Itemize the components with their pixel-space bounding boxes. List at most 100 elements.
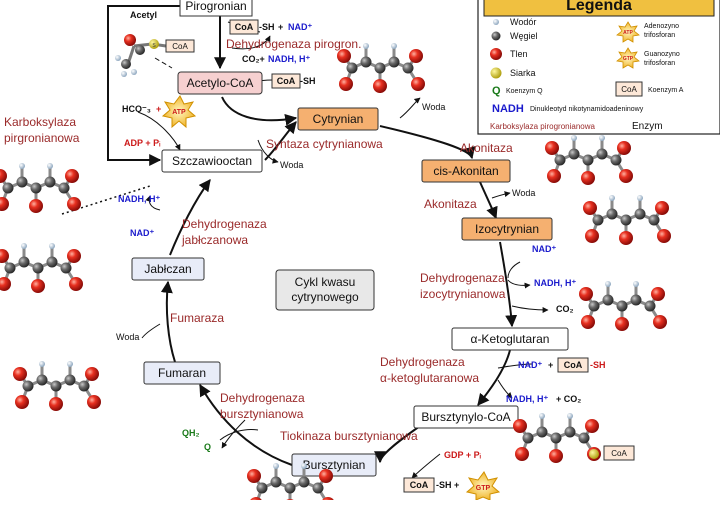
label-co2-b: CO₂ <box>556 304 574 314</box>
carbon-atom <box>44 176 56 188</box>
carbon-atom <box>32 262 44 274</box>
legend-enzym-sample: Karboksylaza pirogronianowa <box>490 122 596 131</box>
hydrogen-atom <box>637 195 643 201</box>
molecule-fumarate <box>13 361 101 411</box>
label-q: Q <box>204 442 211 452</box>
oxygen-atom <box>29 199 43 213</box>
oxygen-atom <box>0 197 9 211</box>
oxygen-atom <box>13 367 27 381</box>
hydrogen-atom <box>633 281 639 287</box>
carbon-atom <box>60 262 72 274</box>
legend-nadh-text: Dinukleotyd nikotynamidoadeninowy <box>530 106 644 113</box>
oxygen-atom <box>619 231 633 245</box>
hydrogen-atom <box>39 361 45 367</box>
legend-atp-text1: Adenozyno <box>644 23 679 30</box>
legend: Legenda Wodór Węgiel Tlen Siarka Q Koenz… <box>477 0 720 135</box>
carbon-atom <box>64 374 76 386</box>
node-ketoglutaran[interactable]: α-Ketoglutaran <box>451 327 569 351</box>
legend-gtp-text2: trifosforan <box>644 60 675 67</box>
molecule-cis-aconitate <box>545 135 633 185</box>
enzyme-tiokinaza: Tiokinaza bursztynianowa <box>280 429 418 443</box>
hydrogen-atom <box>21 243 27 249</box>
carbon-atom <box>298 476 310 488</box>
oxygen-atom <box>67 197 81 211</box>
legend-atp-symbol: ATP <box>623 30 633 36</box>
succinyl-coa-tag-label: CoA <box>611 449 627 458</box>
oxygen-atom <box>513 419 527 433</box>
oxygen-atom <box>339 77 353 91</box>
carbon-atom <box>536 426 548 438</box>
carbon-atom <box>256 482 268 494</box>
oxygen-atom <box>15 395 29 409</box>
carbon-atom <box>644 300 656 312</box>
legend-gtp-symbol: GTP <box>623 56 634 62</box>
carbon-atom <box>22 380 34 392</box>
oxygen-atom <box>547 169 561 183</box>
hydrogen-atom <box>273 463 279 469</box>
legend-wegiel: Węgiel <box>510 31 538 41</box>
oxygen-atom <box>655 201 669 215</box>
carbon-atom <box>616 300 628 312</box>
oxygen-atom <box>0 277 11 291</box>
oxygen-atom <box>85 367 99 381</box>
oxygen-atom <box>545 141 559 155</box>
molecule-succinyl-coa <box>513 413 601 463</box>
label-plus-co2-c: + CO₂ <box>556 394 581 404</box>
legend-coa-symbol: CoA <box>621 85 637 94</box>
carbon-atom <box>30 182 42 194</box>
node-cytrynian[interactable]: Cytrynian <box>297 107 379 131</box>
carbon-atom <box>2 182 14 194</box>
legend-atp-text2: trifosforan <box>644 32 675 39</box>
oxygen-atom <box>0 249 9 263</box>
label-adp-pi: ADP + Pᵢ <box>124 138 161 148</box>
oxygen-atom <box>651 287 665 301</box>
enzyme-syntaza: Syntaza cytrynianowa <box>266 137 383 151</box>
legend-q-symbol: Q <box>492 85 501 97</box>
node-bursztynylocoa[interactable]: Bursztynylo-CoA <box>413 405 519 429</box>
enzyme-karboksylaza-2: pirgronianowa <box>4 131 80 145</box>
acetyl-coa-molecule: S CoA <box>115 34 195 77</box>
center-line2: cytrynowego <box>291 290 359 304</box>
enzyme-labels: Dehydrogenaza pirogron. Karboksylaza pir… <box>4 37 513 443</box>
carbon-atom <box>18 256 30 268</box>
molecule-s-label: S <box>152 43 156 49</box>
oxygen-atom <box>337 49 351 63</box>
carbon-atom <box>78 380 90 392</box>
carbon-atom <box>36 374 48 386</box>
node-jablczan-label: Jabłczan <box>144 262 191 276</box>
cycle-arrows <box>107 5 518 466</box>
oxygen-atom <box>653 315 667 329</box>
node-bursztynian[interactable]: Bursztynian <box>291 453 377 477</box>
node-cisakonitan[interactable]: cis-Akonitan <box>421 159 511 183</box>
node-izocytrynian[interactable]: Izocytrynian <box>461 217 553 241</box>
coa-box-a <box>229 19 259 35</box>
label-nad-d: NAD⁺ <box>130 228 154 238</box>
node-szczawiooctan[interactable]: Szczawiooctan <box>161 149 263 173</box>
carbon-atom <box>388 56 400 68</box>
label-plus-c: + <box>548 360 553 370</box>
molecule-isocitrate <box>583 195 671 245</box>
node-izocytrynian-label: Izocytrynian <box>475 222 539 236</box>
oxygen-atom <box>65 169 79 183</box>
hydrogen-atom <box>599 135 605 141</box>
legend-wodor: Wodór <box>510 17 536 27</box>
carbon-atom <box>58 182 70 194</box>
oxygen-atom <box>619 169 633 183</box>
oxygen-atom <box>657 229 671 243</box>
label-nadh-d: NADH, H⁺ <box>118 194 160 204</box>
hydrogen-atom <box>571 135 577 141</box>
label-coa-d: CoA <box>410 480 429 490</box>
label-hco3: HCO⁻₃ <box>122 104 151 114</box>
molecule-citrate <box>337 43 425 93</box>
node-pirogronian[interactable]: Pirogronian <box>179 0 253 17</box>
carbon-atom <box>16 176 28 188</box>
node-fumaran[interactable]: Fumaran <box>143 361 221 385</box>
node-acetylocoa[interactable]: Acetylo-CoA <box>177 71 263 95</box>
label-nadh-c: NADH, H⁺ <box>506 394 548 404</box>
hydrogen-atom <box>567 413 573 419</box>
node-jablczan[interactable]: Jabłczan <box>131 257 205 281</box>
oxygen-atom <box>581 171 595 185</box>
node-pirogronian-label: Pirogronian <box>185 0 246 13</box>
carbon-atom <box>46 256 58 268</box>
